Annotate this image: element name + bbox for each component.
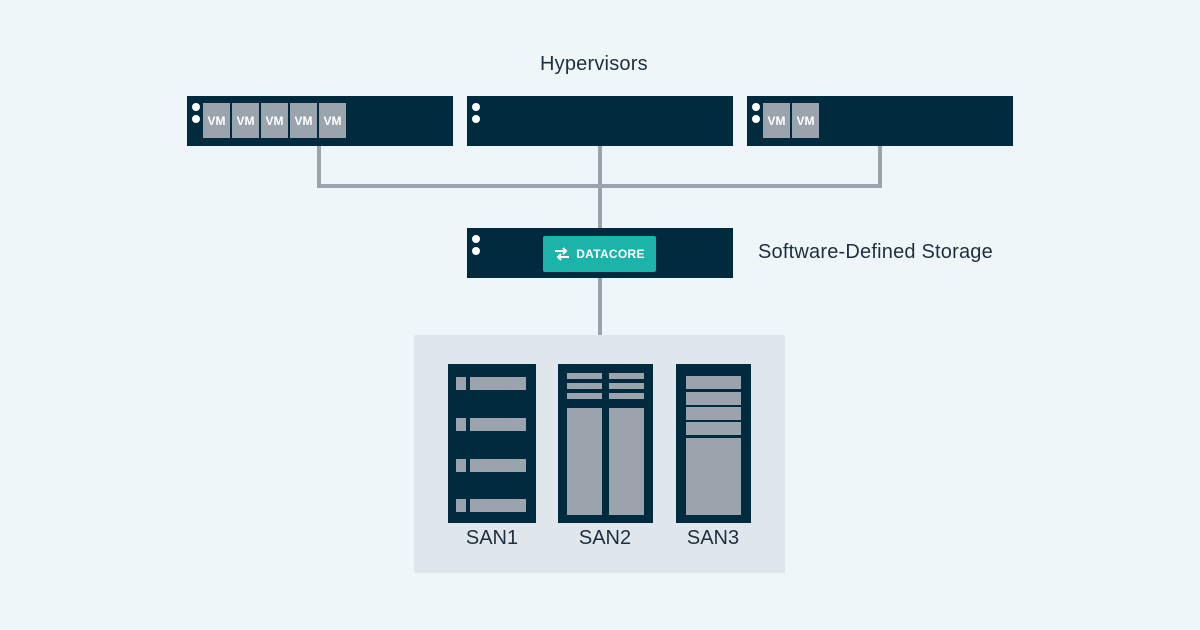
drive-bay [686,407,741,420]
drive-bay [609,393,644,399]
datacore-logo: DATACORE [543,236,656,272]
drive-bay [609,373,644,379]
san2-rack [558,364,653,523]
drive-bay [686,422,741,435]
status-led-1 [472,103,480,111]
storage-column [609,408,644,515]
hypervisor-server-3: VM VM [747,96,1013,146]
status-led-2 [472,247,480,255]
hypervisors-label: Hypervisors [540,53,648,75]
vm-block: VM [792,103,819,138]
drive-bay [567,373,602,379]
connector-server1-down [317,146,321,188]
drive-bay [470,377,526,390]
hypervisor-server-2 [467,96,733,146]
drive-bay [686,392,741,405]
connector-server3-down [878,146,882,188]
connector-center-to-sds [598,146,602,228]
status-led-2 [192,115,200,123]
sds-label: Software-Defined Storage [758,241,993,263]
drive-indicator [456,418,466,431]
san3-label: SAN3 [686,527,740,549]
drive-bay [470,499,526,512]
drive-bay [567,383,602,389]
san3-rack [676,364,751,523]
status-led-1 [192,103,200,111]
drive-bay [686,376,741,389]
san2-label: SAN2 [578,527,632,549]
datacore-logo-text: DATACORE [576,247,645,261]
status-led-1 [472,235,480,243]
drive-bay [470,459,526,472]
vm-block: VM [203,103,230,138]
vm-block: VM [232,103,259,138]
vm-block: VM [319,103,346,138]
status-led-2 [752,115,760,123]
status-led-1 [752,103,760,111]
vm-block: VM [261,103,288,138]
drive-indicator [456,459,466,472]
drive-indicator [456,499,466,512]
san1-rack [448,364,536,523]
drive-bay [567,393,602,399]
drive-indicator [456,377,466,390]
connector-sds-to-storage [598,277,602,335]
status-led-2 [472,115,480,123]
drive-bay [609,383,644,389]
storage-block [686,438,741,515]
san1-label: SAN1 [465,527,519,549]
vm-block: VM [290,103,317,138]
hypervisor-server-1: VM VM VM VM VM [187,96,453,146]
vm-block: VM [763,103,790,138]
drive-bay [470,418,526,431]
arrows-exchange-icon [554,247,570,261]
storage-column [567,408,602,515]
